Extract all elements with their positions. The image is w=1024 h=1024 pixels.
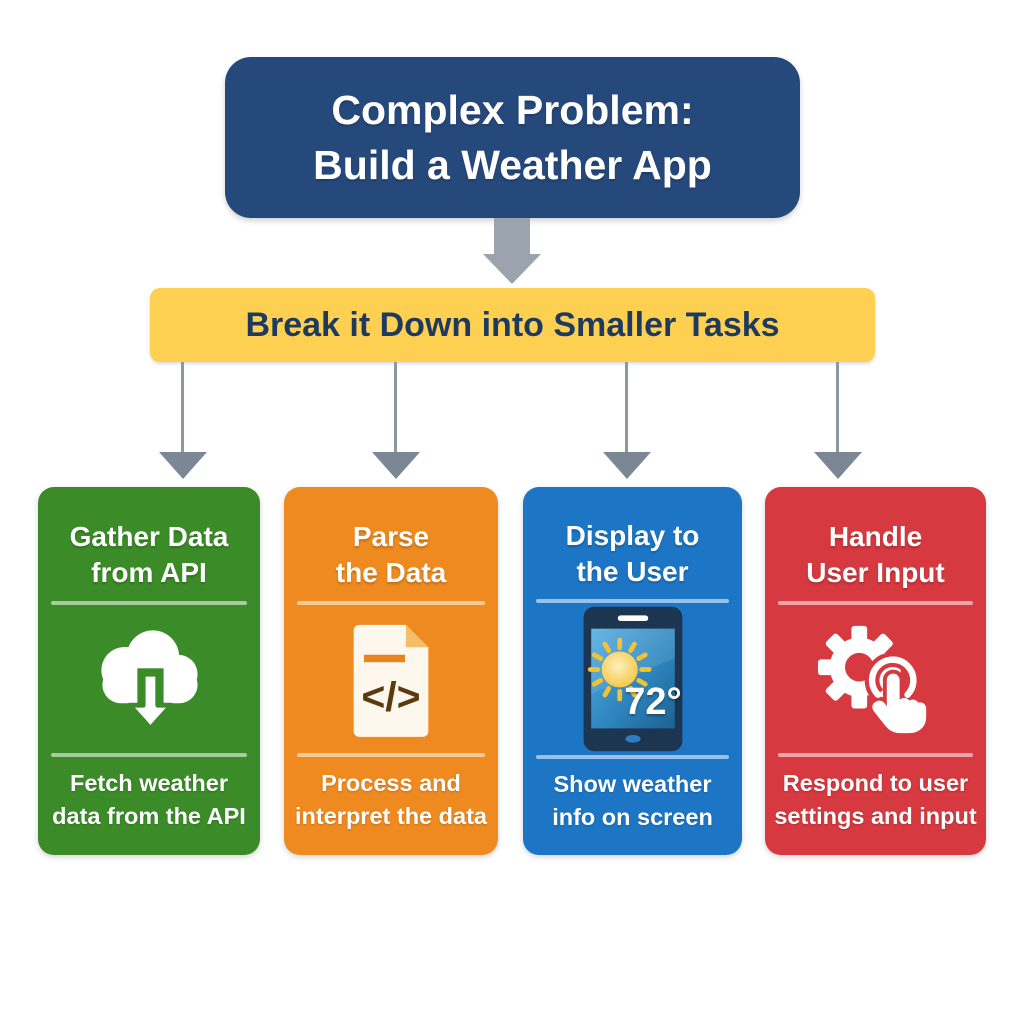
divider	[778, 753, 973, 757]
connector-arrow-1-head-icon	[159, 452, 207, 479]
icon-area	[765, 605, 986, 753]
task-subtitle-line2: settings and input	[774, 803, 977, 829]
code-glyph: </>	[361, 674, 420, 720]
task-subtitle-line1: Process and	[321, 770, 461, 797]
task-subtitle-line1: Respond to user	[782, 770, 969, 797]
task-subtitle: Show weather info on screen	[552, 759, 713, 843]
divider	[297, 753, 485, 757]
task-title-line2: the User	[576, 555, 689, 587]
task-subtitle-line2: info on screen	[552, 803, 713, 830]
divider	[536, 598, 729, 603]
complex-problem-line2: Build a Weather App	[313, 141, 712, 188]
divider	[51, 601, 247, 605]
connector-arrow-1	[181, 362, 184, 454]
task-title-line1: Parse	[352, 520, 430, 552]
task-subtitle: Respond to user settings and input	[774, 757, 976, 843]
gear-tap-icon	[817, 625, 930, 738]
connector-arrow-3	[625, 362, 628, 454]
icon-area: </>	[284, 605, 498, 753]
task-title-line2: the Data	[335, 557, 447, 588]
down-arrow-head-icon	[483, 254, 541, 284]
task-title: Handle User Input	[806, 509, 944, 601]
temperature-label: 72°	[624, 681, 681, 723]
task-card-display-user: Display to the User	[523, 487, 742, 855]
divider	[51, 753, 247, 757]
task-title: Gather Data from API	[70, 509, 229, 601]
cloud-download-icon	[101, 630, 198, 731]
task-title-line1: Gather Data	[69, 520, 229, 552]
connector-arrow-4-head-icon	[814, 452, 862, 479]
task-subtitle-line1: Show weather	[553, 771, 712, 798]
connector-arrow-3-head-icon	[603, 452, 651, 479]
task-title: Parse the Data	[336, 509, 446, 601]
task-subtitle: Fetch weather data from the API	[52, 757, 246, 843]
task-card-parse-data: Parse the Data </> Process and interpret…	[284, 487, 498, 855]
task-title-line2: User Input	[806, 557, 945, 588]
task-subtitle-line2: data from the API	[52, 803, 246, 829]
down-arrow-icon	[494, 218, 530, 256]
divider	[778, 601, 973, 605]
task-title-line1: Handle	[828, 520, 923, 552]
task-title: Display to the User	[566, 509, 700, 599]
connector-arrow-4	[836, 362, 839, 454]
task-subtitle: Process and interpret the data	[295, 757, 487, 843]
task-title-line2: from API	[91, 557, 207, 588]
task-subtitle-line1: Fetch weather	[69, 770, 229, 797]
complex-problem-box: Complex Problem: Build a Weather App	[225, 57, 800, 218]
break-down-banner: Break it Down into Smaller Tasks	[150, 288, 875, 362]
code-document-icon: </>	[353, 624, 429, 737]
phone-weather-icon: 72°	[583, 606, 682, 752]
task-subtitle-line2: interpret the data	[295, 803, 487, 829]
task-card-gather-data: Gather Data from API Fetch weather data …	[38, 487, 260, 855]
divider	[536, 754, 729, 759]
icon-area	[38, 605, 260, 753]
divider	[297, 601, 485, 605]
break-down-banner-label: Break it Down into Smaller Tasks	[245, 305, 780, 344]
connector-arrow-2	[394, 362, 397, 454]
icon-area: 72°	[523, 603, 742, 755]
task-card-handle-input: Handle User Input	[765, 487, 986, 855]
task-title-line1: Display to	[565, 519, 700, 551]
connector-arrow-2-head-icon	[372, 452, 420, 479]
complex-problem-line1: Complex Problem:	[331, 87, 694, 134]
